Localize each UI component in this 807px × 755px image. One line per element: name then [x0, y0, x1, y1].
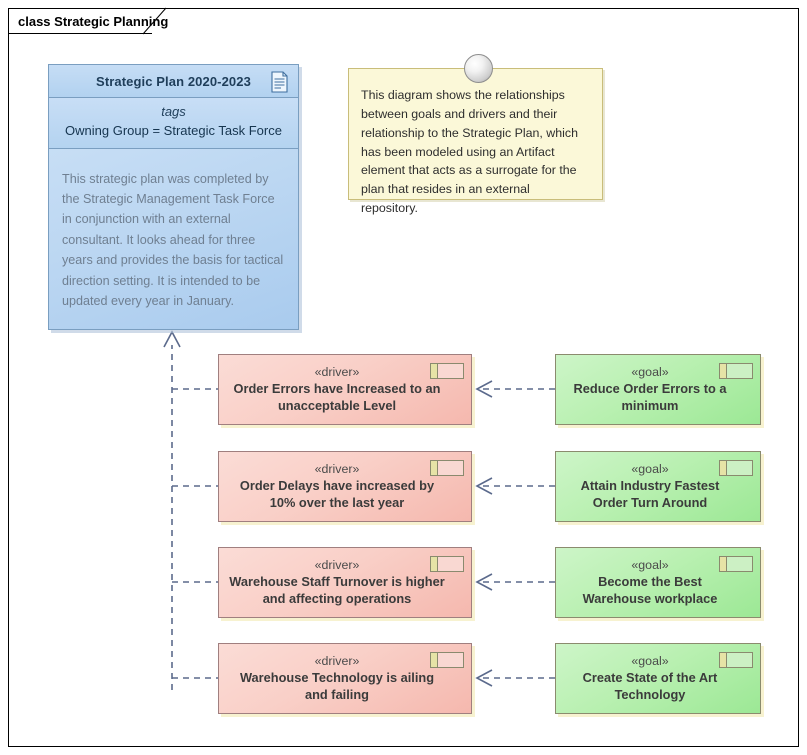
goal-stereotype-1: «goal» [631, 364, 669, 379]
driver-name-4: Warehouse Technology is ailing and faili… [239, 670, 435, 703]
motivation-goal-icon-2 [719, 460, 753, 476]
artifact-notes-text: This strategic plan was completed by the… [62, 171, 284, 309]
goal-name-2: Attain Industry Fastest Order Turn Aroun… [580, 478, 720, 511]
diagram-frame-label: class Strategic Planning [18, 14, 169, 29]
goal-element-2[interactable]: «goal» Attain Industry Fastest Order Tur… [555, 451, 761, 522]
motivation-driver-icon-3 [430, 556, 464, 572]
driver-element-1[interactable]: «driver» Order Errors have Increased to … [218, 354, 472, 425]
motivation-goal-icon-3 [719, 556, 753, 572]
goal-name-4: Create State of the Art Technology [582, 670, 718, 703]
driver-name-2: Order Delays have increased by 10% over … [239, 478, 435, 511]
diagram-frame-border [8, 8, 799, 747]
goal-element-1[interactable]: «goal» Reduce Order Errors to a minimum [555, 354, 761, 425]
goal-stereotype-4: «goal» [631, 653, 669, 668]
motivation-driver-icon-2 [430, 460, 464, 476]
driver-stereotype-1: «driver» [314, 364, 360, 379]
goal-name-3: Become the Best Warehouse workplace [582, 574, 718, 607]
driver-element-4[interactable]: «driver» Warehouse Technology is ailing … [218, 643, 472, 714]
goal-element-4[interactable]: «goal» Create State of the Art Technolog… [555, 643, 761, 714]
artifact-tags-compartment: tags Owning Group = Strategic Task Force [49, 98, 298, 149]
goal-name-1: Reduce Order Errors to a minimum [573, 381, 727, 414]
diagram-note-text: This diagram shows the relationships bet… [361, 88, 578, 216]
diagram-frame-tab-underline [8, 33, 152, 34]
driver-stereotype-3: «driver» [314, 557, 360, 572]
diagram-frame-tab[interactable]: class Strategic Planning [8, 8, 173, 34]
artifact-strategic-plan[interactable]: Strategic Plan 2020-2023 tags Owning Gro… [48, 64, 299, 330]
driver-name-3: Warehouse Staff Turnover is higher and a… [229, 574, 445, 607]
goal-stereotype-3: «goal» [631, 557, 669, 572]
document-artifact-icon [271, 71, 288, 93]
diagram-note[interactable]: This diagram shows the relationships bet… [348, 54, 603, 215]
artifact-title: Strategic Plan 2020-2023 [96, 73, 251, 89]
driver-stereotype-4: «driver» [314, 653, 360, 668]
goal-element-3[interactable]: «goal» Become the Best Warehouse workpla… [555, 547, 761, 618]
motivation-goal-icon-4 [719, 652, 753, 668]
motivation-driver-icon-1 [430, 363, 464, 379]
driver-element-2[interactable]: «driver» Order Delays have increased by … [218, 451, 472, 522]
diagram-frame-tab-bevel-icon [142, 7, 167, 35]
driver-name-1: Order Errors have Increased to an unacce… [233, 381, 441, 414]
artifact-tags-label: tags [161, 104, 186, 119]
artifact-header: Strategic Plan 2020-2023 [49, 65, 298, 98]
goal-stereotype-2: «goal» [631, 461, 669, 476]
driver-element-3[interactable]: «driver» Warehouse Staff Turnover is hig… [218, 547, 472, 618]
motivation-driver-icon-4 [430, 652, 464, 668]
driver-stereotype-2: «driver» [314, 461, 360, 476]
motivation-goal-icon-1 [719, 363, 753, 379]
note-anchor-pin-icon [464, 54, 493, 83]
artifact-tag-owning-group: Owning Group = Strategic Task Force [65, 122, 282, 138]
artifact-notes-compartment: This strategic plan was completed by the… [49, 149, 298, 322]
